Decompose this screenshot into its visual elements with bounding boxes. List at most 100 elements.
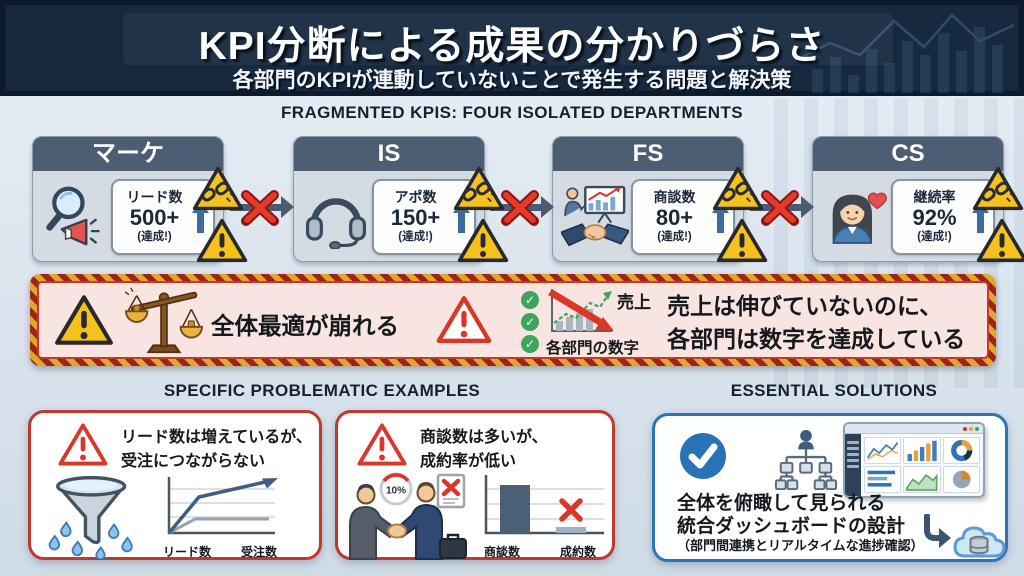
kpi-label: 商談数 [653, 189, 696, 206]
problem-title-line1: リード数は増えているが、 [121, 429, 312, 446]
dashboard-sidebar [845, 434, 861, 496]
red-x-icon [241, 190, 279, 226]
broken-chain-warning-icon [453, 166, 505, 211]
magnifier-megaphone-icon [46, 186, 100, 246]
kpi-label: 継続率 [913, 189, 956, 206]
red-warning-triangle-icon [436, 296, 492, 343]
kpi-status: (達成!) [137, 230, 172, 243]
x-label-deals: 商談数 [484, 545, 521, 559]
check-icon: ✓ [521, 313, 539, 331]
customer-heart-icon [832, 192, 887, 244]
dashboard-bar-chart-tile [903, 437, 941, 464]
dept-name: FS [553, 137, 743, 171]
leads-vs-orders-line-chart [167, 477, 278, 535]
check-icon: ✓ [521, 291, 539, 309]
icon-wrap [41, 181, 109, 253]
section-label-fragmented: FRAGMENTED KPIS: FOUR ISOLATED DEPARTMEN… [281, 103, 743, 122]
dashboard-pie-chart-tile [942, 466, 980, 493]
handshake-low-rate-icon: 10% [349, 472, 467, 560]
banner-right-line1: 売上は伸びていないのに、 [667, 293, 943, 319]
dept-body: 継続率 92% (達成!) [813, 171, 1003, 263]
banner-right-line2: 各部門は数字を達成している [667, 325, 966, 352]
problem-card-deals: 商談数は多いが、 成約率が低い 10% [335, 410, 615, 560]
solution-line2: 統合ダッシュボードの設計 [677, 516, 906, 538]
dashboard-line-chart-tile [864, 437, 902, 464]
cloud-database-icon [953, 526, 1006, 558]
solution-text: 全体を俯瞰して見られる 統合ダッシュボードの設計 （部門間連携とリアルタイムな進… [677, 492, 924, 555]
solution-line3: （部門間連携とリアルタイムな進捗確認） [677, 538, 924, 554]
icon-wrap [821, 184, 889, 250]
banner-chart-label-departments: 各部門の数字 [546, 340, 640, 357]
kpi-status: (達成!) [917, 230, 952, 243]
problem-title-line2: 成約率が低い [420, 453, 517, 470]
header: KPI分断による成果の分かりづらさ 各部門のKPIが連動していないことで発生する… [0, 0, 1024, 96]
broken-chain-warning-icon [712, 166, 764, 211]
icon-wrap [561, 179, 629, 255]
unbalanced-scales-icon [125, 287, 203, 354]
icon-wrap [302, 185, 370, 249]
dept-card-marketing: マーケ リード数 [32, 136, 248, 263]
dept-name: IS [294, 137, 484, 171]
warning-triangle-icon [976, 218, 1024, 263]
department-row: マーケ リード数 [0, 134, 1024, 266]
dashboard-area-chart-tile [903, 466, 941, 493]
kpi-value: 500+ [129, 205, 180, 231]
solution-line1: 全体を俯瞰して見られる [677, 493, 886, 514]
kpi-label: アポ数 [394, 189, 437, 206]
blue-check-circle-icon [680, 433, 726, 479]
kpi-status: (達成!) [398, 230, 433, 243]
x-label-leads: リード数 [163, 545, 212, 559]
red-x-icon [761, 190, 799, 226]
dept-card-is: IS アポ数 150+ (達成!) [293, 136, 509, 263]
dashboard-titlebar [845, 424, 983, 434]
x-label-closed: 成約数 [559, 545, 596, 559]
banner-right-text: 売上は伸びていないのに、 各部門は数字を達成している [667, 290, 965, 355]
alert-banner: 全体最適が崩れる ✓ ✓ ✓ 売上 各部門の数字 売上は伸びていないのに、 [30, 274, 996, 366]
broken-chain-warning-icon [972, 166, 1024, 211]
section-label-problems: SPECIFIC PROBLEMATIC EXAMPLES [163, 381, 481, 400]
problem-title: 商談数は多いが、 成約率が低い [420, 426, 610, 474]
title-backdrop [123, 13, 893, 65]
kpi-box: 継続率 92% (達成!) [891, 179, 995, 255]
dept-name: CS [813, 137, 1003, 171]
kpi-value: 80+ [655, 205, 694, 231]
dept-card-cs: CS 継続率 [812, 136, 1024, 263]
header-chart-decoration [802, 13, 1015, 93]
problem-title-line1: 商談数は多いが、 [420, 429, 548, 446]
broken-chain-warning-icon [192, 166, 244, 211]
page-title: KPI分断による成果の分かりづらさ [198, 25, 826, 68]
banner-left-text: 全体最適が崩れる [211, 313, 399, 339]
deals-vs-closed-bar-chart [484, 475, 604, 535]
dashboard-donut-chart-tile [942, 437, 980, 464]
kpi-label: リード数 [126, 189, 183, 206]
broken-link-connector [488, 186, 554, 230]
presenter-handshake-icon [561, 185, 629, 247]
badge-10pct: 10% [386, 486, 406, 497]
problem-card-leads: リード数は増えているが、 受注につながらない リード数 受注数 [28, 410, 322, 560]
kpi-status: (達成!) [657, 230, 692, 243]
check-icon: ✓ [521, 335, 539, 353]
declining-sales-chart-icon [548, 288, 614, 332]
bent-arrow-icon [924, 514, 951, 548]
page-subtitle: 各部門のKPIが連動していないことで発生する問題と解決策 [232, 69, 792, 92]
kpi-value: 92% [912, 205, 957, 231]
dashboard-hbar-tile [864, 466, 902, 493]
broken-link-connector [228, 186, 294, 230]
dept-card-fs: FS [552, 136, 768, 263]
headset-icon [305, 198, 367, 249]
x-axis-labels: リード数 受注数 [163, 543, 277, 560]
x-label-orders: 受注数 [240, 545, 277, 559]
dashboard-mockup [843, 422, 985, 498]
org-chart-icon [774, 429, 838, 491]
red-x-icon [501, 190, 539, 226]
dept-name: マーケ [33, 137, 223, 171]
leaky-funnel-icon [48, 476, 133, 559]
broken-link-connector [748, 186, 814, 230]
problem-title: リード数は増えているが、 受注につながらない [121, 426, 319, 474]
warning-triangle-icon [55, 295, 113, 345]
warning-triangle-icon [196, 218, 248, 263]
dept-body: 商談数 80+ (達成!) [553, 171, 743, 263]
problem-title-line2: 受注につながらない [121, 453, 266, 470]
x-axis-labels: 商談数 成約数 [484, 543, 596, 560]
